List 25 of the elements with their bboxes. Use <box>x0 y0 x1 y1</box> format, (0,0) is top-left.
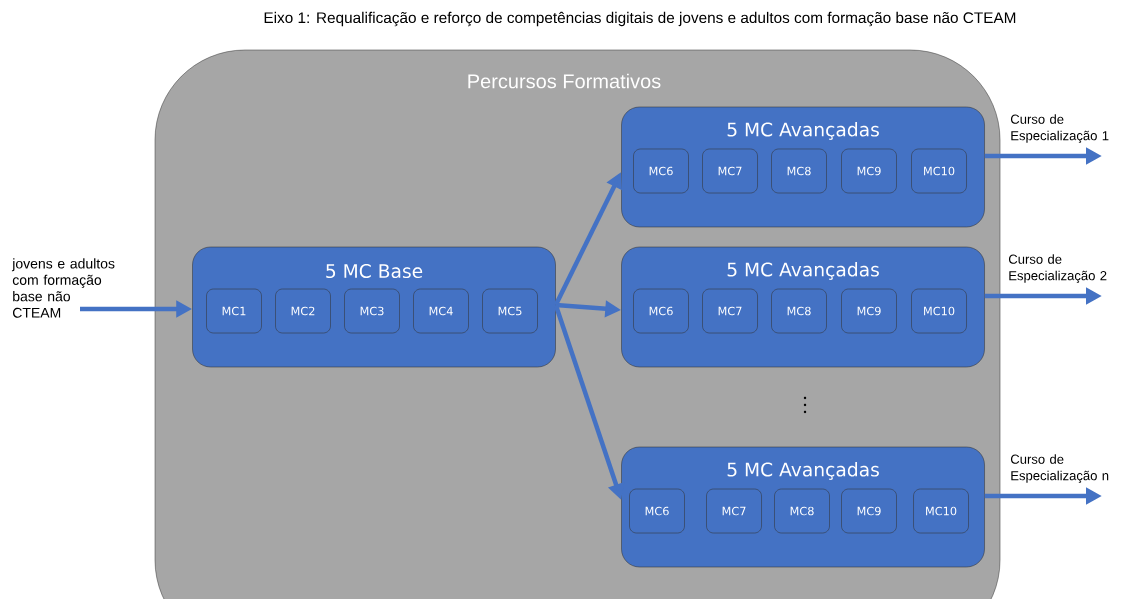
title: Eixo 1: Requalificação e reforço de competências digitais de jovens e adultos com formação base não CTEAM <box>264 11 1016 27</box>
module-box: MC6 <box>629 488 685 534</box>
module-box: MC6 <box>633 148 689 194</box>
module-box: MC4 <box>413 288 469 334</box>
module-box: MC1 <box>206 288 262 334</box>
module-box: MC3 <box>344 288 400 334</box>
module-box: MC6 <box>633 288 689 334</box>
module-box: MC7 <box>706 488 762 534</box>
side-text: Curso de Especialização n <box>1010 454 1109 483</box>
module-box: MC8 <box>771 148 827 194</box>
side-text: Curso de Especialização 1 <box>1010 114 1109 143</box>
module-box: MC10 <box>913 488 969 534</box>
module-box: MC10 <box>911 148 967 194</box>
module-box: MC5 <box>482 288 538 334</box>
module-box: MC7 <box>702 148 758 194</box>
module-box: MC7 <box>702 288 758 334</box>
module-box: MC10 <box>911 288 967 334</box>
module-box: MC2 <box>275 288 331 334</box>
module-box: MC8 <box>774 488 830 534</box>
side-text: jovens e adultos com formação base não CTEAM <box>11 258 115 318</box>
module-box: MC9 <box>841 488 897 534</box>
module-box: MC9 <box>841 288 897 334</box>
module-box: MC9 <box>841 148 897 194</box>
module-box: MC8 <box>771 288 827 334</box>
side-text: Curso de Especialização 2 <box>1008 254 1107 283</box>
